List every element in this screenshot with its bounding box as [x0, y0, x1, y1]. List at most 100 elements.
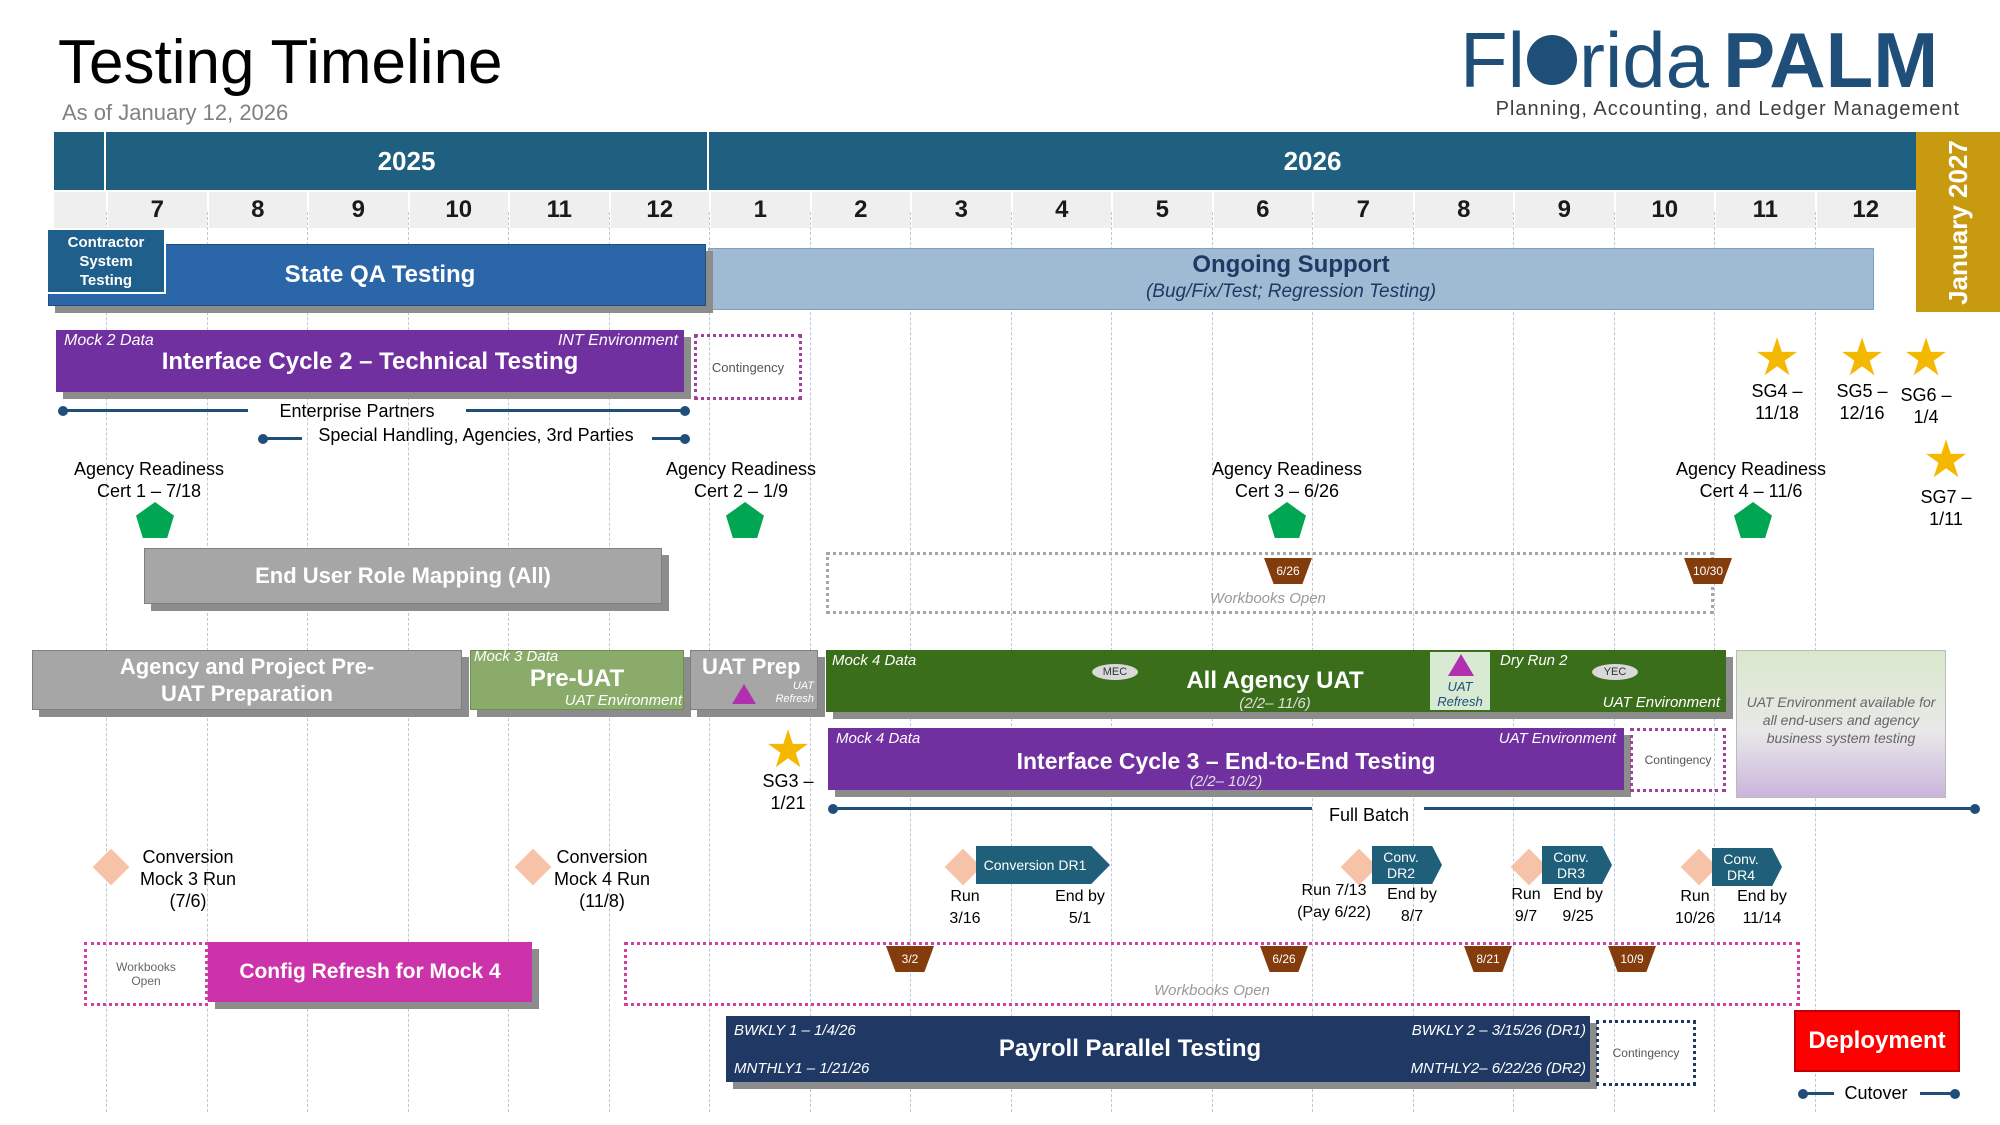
sg7-star-icon: ★	[1922, 431, 1970, 489]
special-line-right	[652, 437, 682, 440]
dr1-run-label: Run 3/16	[949, 888, 981, 927]
sg4-label: SG4 – 11/18	[1751, 381, 1803, 423]
cutover-end-dot	[1950, 1089, 1960, 1099]
year-divider	[104, 132, 106, 190]
dr4-diamond-icon	[1680, 848, 1718, 886]
uat-refresh-label: UAT Refresh	[1437, 679, 1483, 709]
full-batch-end-dot	[1970, 804, 1980, 814]
month-label: 8	[1412, 192, 1514, 228]
payroll-contingency-box: Contingency	[1596, 1020, 1696, 1086]
int3-contingency-box: Contingency	[1630, 728, 1726, 792]
dr4-run-label: Run 10/26	[1674, 888, 1716, 927]
special-end-dot	[680, 434, 690, 444]
uat-mock4-label: Mock 4 Data	[832, 652, 917, 669]
dr3-diamond-icon	[1510, 848, 1548, 886]
month-label: 12	[608, 192, 710, 228]
int2-contingency-box: Contingency	[694, 334, 802, 400]
cutover-line-right	[1920, 1092, 1956, 1095]
int2-env-label: INT Environment	[557, 332, 678, 349]
month-label: 12	[1814, 192, 1916, 228]
ar2-pentagon-icon	[726, 502, 764, 538]
agency-readiness-cert-2: Agency Readiness Cert 2 – 1/9	[665, 459, 817, 501]
full-batch-line-left	[832, 807, 1312, 810]
int3-env-label: UAT Environment	[1498, 730, 1616, 747]
florida-map-icon	[1526, 35, 1577, 86]
special-handling-label: Special Handling, Agencies, 3rd Parties	[318, 425, 634, 445]
cutover-line-left	[1802, 1092, 1834, 1095]
enterprise-partners-label: Enterprise Partners	[279, 401, 435, 421]
conversion-dr4-chevron: Conv. DR4	[1712, 848, 1782, 886]
agency-readiness-cert-3: Agency Readiness Cert 3 – 6/26	[1211, 459, 1363, 501]
logo-text-fl: Fl	[1460, 16, 1525, 104]
pre-uat-preparation-bar	[32, 650, 462, 710]
uat-prep-title: UAT Prep	[702, 654, 801, 679]
uat-environment-available-box	[1736, 650, 1946, 798]
enterprise-end-dot	[680, 406, 690, 416]
int2-mock-data-label: Mock 2 Data	[64, 332, 154, 349]
cutover-label: Cutover	[1844, 1083, 1908, 1103]
month-label: 10	[407, 192, 509, 228]
uat-refresh-triangle-icon	[732, 684, 756, 704]
year-2027-box: January 2027	[1916, 132, 2000, 312]
end-user-role-mapping-bar: End User Role Mapping (All)	[144, 548, 662, 604]
dr1-end-label: End by 5/1	[1055, 888, 1105, 927]
agency-readiness-cert-1: Agency Readiness Cert 1 – 7/18	[73, 459, 225, 501]
state-qa-label: State QA Testing	[284, 261, 476, 288]
pre-uat-mock3-label: Mock 3 Data	[474, 648, 559, 665]
dr2-end-label: End by 8/7	[1387, 886, 1437, 925]
config-refresh-bar: Config Refresh for Mock 4	[208, 942, 532, 1002]
ongoing-support-sublabel: (Bug/Fix/Test; Regression Testing)	[1145, 281, 1437, 302]
sg6-label: SG6 – 1/4	[1900, 385, 1952, 427]
full-batch-label: Full Batch	[1328, 805, 1410, 825]
conversion-mock4-label: Conversion Mock 4 Run (11/8)	[553, 847, 651, 911]
workbooks-open-label-3: Workbooks Open	[1154, 982, 1270, 999]
int3-mock4-label: Mock 4 Data	[836, 730, 921, 747]
logo-tagline: Planning, Accounting, and Ledger Managem…	[1495, 98, 1960, 120]
year-2026-label: 2026	[1283, 145, 1342, 176]
mec-badge: MEC	[1092, 664, 1138, 680]
workbooks-open-box-3	[624, 942, 1800, 1006]
ar1-pentagon-icon	[136, 502, 174, 538]
month-label: 10	[1613, 192, 1715, 228]
all-agency-uat-sub: (2/2– 11/6)	[1239, 694, 1311, 712]
pre-uat-preparation-label: Agency and Project Pre-UAT Preparation	[119, 654, 375, 706]
bwkly2-label: BWKLY 2 – 3/15/26 (DR1)	[1411, 1022, 1586, 1039]
pre-uat-title: Pre-UAT	[529, 665, 625, 692]
dr3-end-label: End by 9/25	[1553, 886, 1603, 925]
pre-uat-env-label: UAT Environment	[564, 692, 682, 709]
ongoing-support-label: Ongoing Support	[1192, 251, 1390, 278]
year-2025-label: 2025	[377, 145, 436, 176]
interface-cycle-3-bar	[828, 728, 1624, 790]
page-title: Testing Timeline	[58, 28, 503, 97]
all-agency-uat-bar	[826, 650, 1726, 712]
sg3-star-icon: ★	[764, 721, 812, 779]
uat-environment-available-text: UAT Environment available for all end-us…	[1746, 694, 1936, 746]
year-divider	[707, 132, 709, 190]
bwkly1-label: BWKLY 1 – 1/4/26	[734, 1022, 856, 1039]
sg5-label: SG5 – 12/16	[1836, 381, 1888, 423]
conversion-dr2-chevron: Conv. DR2	[1372, 846, 1442, 884]
mnthly2-label: MNTHLY2– 6/22/26 (DR2)	[1410, 1060, 1586, 1077]
interface-cycle-2-bar	[56, 330, 684, 392]
dr2-run-label: Run 7/13 (Pay 6/22)	[1297, 882, 1371, 921]
month-label: 7	[1312, 192, 1413, 228]
yec-badge: YEC	[1592, 664, 1638, 680]
int2-title: Interface Cycle 2 – Technical Testing	[161, 348, 579, 375]
month-label: 11	[1714, 192, 1815, 228]
month-row	[54, 192, 1916, 228]
contractor-system-testing-box: Contractor System Testing	[46, 228, 166, 294]
payroll-parallel-bar	[726, 1016, 1590, 1082]
year-header-bar	[54, 132, 1916, 190]
month-label: 9	[307, 192, 408, 228]
uat-env-label: UAT Environment	[1602, 694, 1720, 711]
all-agency-uat-title: All Agency UAT	[1186, 667, 1364, 694]
sg6-star-icon: ★	[1902, 329, 1950, 387]
dry-run-2-label: Dry Run 2	[1500, 652, 1568, 669]
enterprise-line-right	[466, 409, 684, 412]
logo-text-rida: rida	[1578, 16, 1710, 104]
dr3-run-label: Run 9/7	[1511, 886, 1541, 925]
dr4-end-label: End by 11/14	[1737, 888, 1787, 927]
full-batch-line-right	[1424, 807, 1978, 810]
year-2027-label: January 2027	[1942, 139, 1973, 305]
